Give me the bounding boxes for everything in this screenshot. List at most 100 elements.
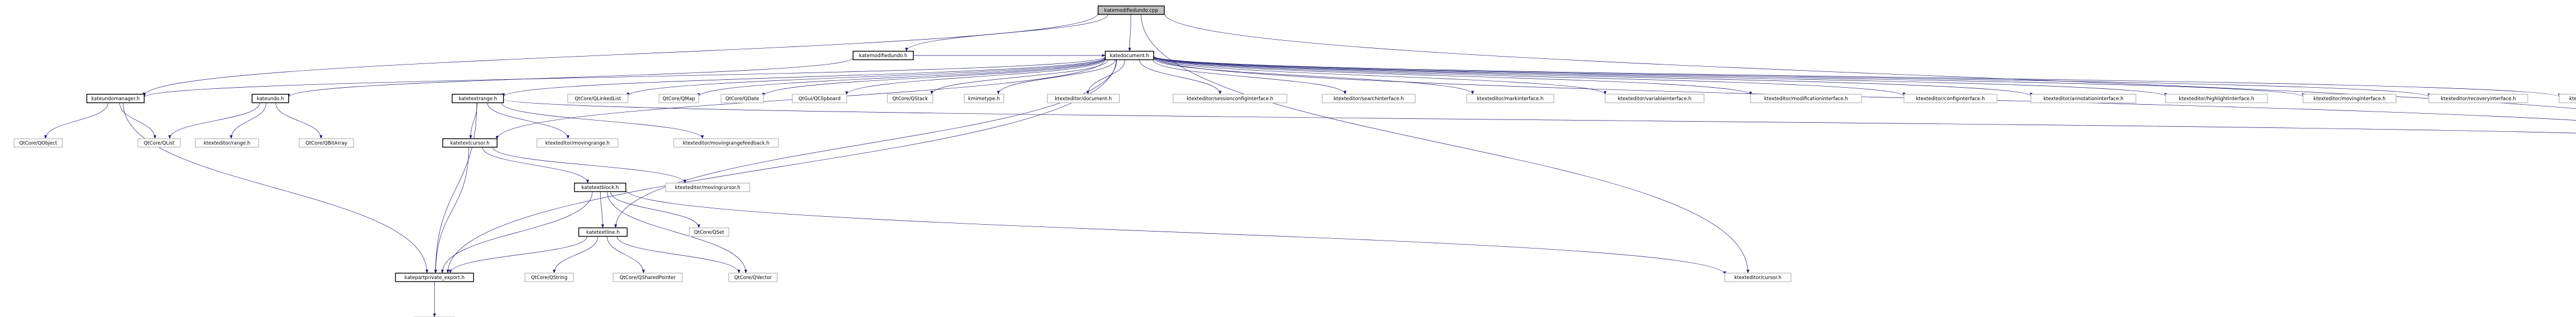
edge-document_h-to-qlinkedlist — [626, 57, 1106, 97]
node-ktemessage: ktexteditor/messageinterface.h — [2558, 93, 2576, 104]
node-range_h[interactable]: katetextrange.h — [451, 93, 504, 104]
node-block_h[interactable]: katetextblock.h — [574, 182, 627, 192]
node-undomgr_h[interactable]: kateundomanager.h — [86, 93, 145, 104]
node-box-ktemark — [1466, 93, 1555, 104]
edge-line_h-to-qstring — [553, 236, 598, 273]
edge-document_h-to-ktevariable — [1153, 57, 1607, 95]
edge-block_h-to-qvector — [607, 191, 747, 273]
node-box-ktedoc — [1047, 93, 1120, 104]
node-box-kterange — [195, 138, 259, 148]
node-label-range_h: katetextrange.h — [459, 96, 497, 102]
node-box-undo_h — [251, 93, 289, 104]
node-box-qmap — [658, 93, 699, 104]
node-box-qlinkedlist — [567, 93, 628, 104]
node-box-document_h — [1105, 50, 1154, 61]
node-label-document_h: katedocument.h — [1110, 53, 1149, 59]
node-ktemovcursor: ktexteditor/movingcursor.h — [665, 182, 750, 192]
node-line_h[interactable]: katetextline.h — [578, 227, 628, 237]
edge-document_h-to-range_h — [502, 57, 1106, 97]
node-ktemodif: ktexteditor/modificationinterface.h — [1750, 93, 1862, 104]
node-box-kterecovery — [2428, 93, 2528, 104]
node-ktevariable: ktexteditor/variableinterface.h — [1604, 93, 1705, 104]
edge-document_h-to-kmimetype — [996, 59, 1115, 95]
node-qstring: QtCore/QString — [524, 272, 574, 282]
node-label-qstack: QtCore/QStack — [892, 96, 928, 102]
node-kmimetype: kmimetype.h — [964, 93, 1004, 104]
node-label-ktemovcursor: ktexteditor/movingcursor.h — [675, 185, 740, 191]
edge-document_h-to-qclipboard — [845, 58, 1106, 95]
edge-document_h-to-ktesearch — [1153, 59, 1347, 95]
node-ktecursor: ktexteditor/cursor.h — [1724, 272, 1792, 282]
edge-document_h-to-ktemoving — [1153, 56, 2305, 97]
node-modundo_h[interactable]: katemodifiedundo.h — [853, 50, 914, 61]
node-label-ktesession: ktexteditor/sessionconfiginterface.h — [1187, 96, 1273, 102]
edge-line_h-to-qsharedptr — [607, 236, 645, 273]
node-box-qdate — [720, 93, 764, 104]
node-box-ktemovcursor — [665, 182, 750, 192]
node-label-qobject: QtCore/QObject — [19, 141, 58, 147]
node-ktehighlight: ktexteditor/highlightinterface.h — [2165, 93, 2268, 104]
node-qbitarray: QtCore/QBitArray — [298, 138, 354, 148]
node-root[interactable]: katemodifiedundo.cpp — [1097, 5, 1165, 15]
node-label-ktemoving: ktexteditor/movinginterface.h — [2313, 96, 2385, 102]
node-ktemovrangefb: ktexteditor/movingrangefeedback.h — [673, 138, 779, 148]
node-export_h[interactable]: katepartprivate_export.h — [395, 272, 474, 282]
edge-block_h-to-ktecursor — [626, 189, 1726, 275]
node-label-line_h: katetextline.h — [587, 230, 620, 235]
node-label-ktemessage: ktexteditor/messageinterface.h — [2569, 96, 2576, 102]
edge-undomgr_h-to-qlist — [119, 102, 157, 139]
node-box-ktemessage — [2558, 93, 2576, 104]
node-box-kteannot — [2030, 93, 2137, 104]
node-label-ktedoc: ktexteditor/document.h — [1055, 96, 1112, 102]
edge-document_h-to-ktemodif — [1153, 57, 1752, 96]
node-box-kmimetype — [964, 93, 1004, 104]
node-box-qclipboard — [791, 93, 848, 104]
node-box-undomgr_h — [86, 93, 145, 104]
node-kteconfig: ktexteditor/configinterface.h — [1903, 93, 1997, 104]
edge-document_h-to-kteconfig — [1153, 56, 1906, 97]
node-qmap: QtCore/QMap — [658, 93, 699, 104]
node-label-qvector: QtCore/QVector — [734, 275, 772, 281]
edge-document_h-to-ktedoc — [1086, 59, 1126, 95]
node-document_h[interactable]: katedocument.h — [1105, 50, 1154, 61]
node-label-cursor_h: katetextcursor.h — [450, 141, 489, 147]
node-ktedoc: ktexteditor/document.h — [1047, 93, 1120, 104]
node-label-qsharedptr: QtCore/QSharedPointer — [619, 275, 676, 281]
edge-document_h-to-qdate — [762, 58, 1106, 97]
node-label-ktesearch: ktexteditor/searchinterface.h — [1334, 96, 1404, 102]
node-label-ktecursor: ktexteditor/cursor.h — [1734, 275, 1782, 281]
node-label-ktemovrangefb: ktexteditor/movingrangefeedback.h — [683, 141, 769, 147]
node-label-undomgr_h: kateundomanager.h — [91, 96, 139, 102]
node-box-qbitarray — [298, 138, 354, 148]
node-label-qbitarray: QtCore/QBitArray — [306, 141, 348, 147]
edge-range_h-to-ktemovrangefb — [501, 102, 704, 139]
node-ktesearch: ktexteditor/searchinterface.h — [1321, 93, 1416, 104]
node-label-undo_h: kateundo.h — [257, 96, 284, 102]
node-label-kteconfig: ktexteditor/configinterface.h — [1916, 96, 1985, 102]
node-label-qset: QtCore/QSet — [694, 230, 725, 235]
node-box-ktesearch — [1321, 93, 1416, 104]
edge-undomgr_h-to-qobject — [44, 102, 109, 139]
node-label-ktevariable: ktexteditor/variableinterface.h — [1618, 96, 1692, 102]
edge-cursor_h-to-block_h — [482, 147, 589, 183]
node-label-export_h: katepartprivate_export.h — [405, 275, 465, 281]
node-box-qstring — [524, 272, 574, 282]
node-undo_h[interactable]: kateundo.h — [251, 93, 289, 104]
node-box-export_h — [395, 272, 474, 282]
edge-document_h-to-ktemark — [1153, 58, 1474, 95]
node-label-kmimetype: kmimetype.h — [968, 96, 1000, 102]
node-box-root — [1097, 5, 1165, 15]
node-kterecovery: ktexteditor/recoveryinterface.h — [2428, 93, 2528, 104]
node-qdate: QtCore/QDate — [720, 93, 764, 104]
edge-undo_h-to-kterange — [229, 102, 267, 139]
node-qlist: QtCore/QList — [137, 138, 181, 148]
edge-document_h-to-export_h — [446, 59, 1116, 273]
edge-block_h-to-line_h — [600, 191, 605, 228]
node-label-ktemovrange: ktexteditor/movingrange.h — [545, 141, 610, 147]
edge-document_h-to-line_h — [614, 59, 1117, 228]
edge-range_h-to-cursor_h — [469, 102, 478, 139]
node-qvector: QtCore/QVector — [728, 272, 778, 282]
node-qsharedptr: QtCore/QSharedPointer — [613, 272, 683, 282]
node-cursor_h[interactable]: katetextcursor.h — [442, 138, 498, 148]
node-box-qset — [688, 227, 730, 237]
